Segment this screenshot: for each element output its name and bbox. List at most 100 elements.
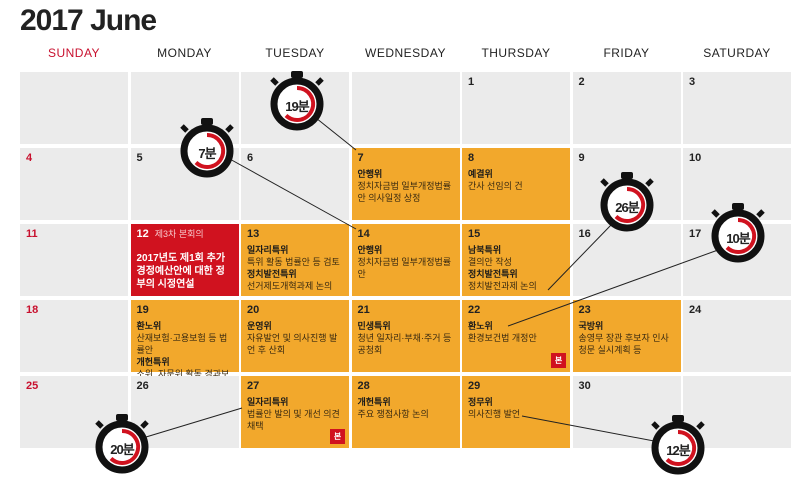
day-number: 19 — [136, 304, 149, 316]
committee-name: 국방위 — [578, 321, 604, 331]
day-number: 20 — [247, 304, 260, 316]
event-text: 환경보건법 개정안 — [468, 333, 537, 343]
timer-label: 12분 — [666, 443, 690, 458]
event-text: 청년 일자리·부채·주거 등 공청회 — [357, 333, 452, 355]
event-text: 결의안 작성 — [468, 257, 512, 267]
committee-name: 안행위 — [357, 245, 383, 255]
day-header-sunday: SUNDAY — [47, 46, 101, 60]
day-cell-11[interactable]: 11 — [20, 224, 128, 296]
event-text: 정치자금법 일부개정법률안 — [357, 257, 452, 279]
committee-name: 운영위 — [247, 321, 272, 331]
day-number: 6 — [247, 152, 254, 164]
day-cell-25[interactable]: 25 — [20, 376, 128, 448]
event-text: 간사 선임의 건 — [468, 181, 523, 191]
day-number: 12 — [136, 228, 149, 240]
day-number: 27 — [247, 380, 260, 392]
day-number: 22 — [468, 304, 481, 316]
event-text: 자유발언 및 의사진행 발언 후 산회 — [247, 333, 338, 355]
day-number: 30 — [578, 380, 591, 392]
day-number: 23 — [578, 304, 591, 316]
timer-label: 26분 — [615, 200, 639, 215]
event-text: 2017년도 제1회 추가경정예산안에 대한 정부의 시정연설 — [136, 253, 226, 290]
day-header-tuesday: TUESDAY — [265, 46, 325, 60]
timer-label: 19분 — [285, 99, 309, 114]
day-number: 9 — [578, 152, 585, 164]
plenary-badge: 본 — [551, 353, 566, 368]
day-cell-3[interactable]: 3 — [683, 72, 791, 144]
committee-name: 정치발전특위 — [468, 269, 518, 279]
day-cell-1[interactable]: 1 — [462, 72, 570, 144]
day-number: 13 — [247, 228, 260, 240]
committee-name: 환노위 — [136, 321, 162, 331]
timer-label: 20분 — [110, 442, 134, 457]
committee-name: 정무위 — [468, 397, 493, 407]
day-number: 3 — [689, 76, 696, 88]
event-text: 주요 쟁점사항 논의 — [357, 409, 429, 419]
day-number: 26 — [136, 380, 149, 392]
empty-cell — [683, 376, 791, 448]
day-header-friday: FRIDAY — [603, 46, 650, 60]
day-number: 25 — [26, 380, 39, 392]
day-number: 16 — [578, 228, 591, 240]
day-number: 2 — [578, 76, 585, 88]
plenary-badge: 본 — [330, 429, 345, 444]
empty-cell — [130, 72, 239, 144]
day-number: 29 — [468, 380, 481, 392]
day-cell-10[interactable]: 10 — [683, 148, 791, 220]
page-title: 2017 June — [20, 4, 157, 37]
committee-name: 일자리특위 — [247, 397, 289, 407]
committee-name: 환노위 — [468, 321, 493, 331]
day-header-thursday: THURSDAY — [481, 46, 551, 60]
day-number: 11 — [26, 228, 38, 240]
timer-label: 10분 — [726, 231, 750, 246]
day-header-monday: MONDAY — [157, 46, 212, 60]
committee-name: 개헌특위 — [357, 397, 391, 407]
day-number: 17 — [689, 228, 702, 240]
day-header-wednesday: WEDNESDAY — [365, 46, 446, 60]
day-number: 28 — [357, 380, 370, 392]
day-number: 18 — [26, 304, 39, 316]
event-text: 정치발전과제 논의 — [468, 281, 537, 291]
day-cell-26[interactable]: 26 — [130, 376, 239, 448]
day-number: 15 — [468, 228, 481, 240]
day-number: 8 — [468, 152, 475, 164]
day-number: 5 — [136, 152, 143, 164]
committee-name: 개헌특위 — [136, 357, 170, 367]
day-number: 4 — [26, 152, 33, 164]
day-cell-24[interactable]: 24 — [683, 300, 791, 372]
day-cell-18[interactable]: 18 — [20, 300, 128, 372]
event-text: 선거제도개혁과제 논의 — [247, 281, 333, 291]
committee-name: 일자리특위 — [247, 245, 289, 255]
day-number: 14 — [357, 228, 370, 240]
committee-name: 예결위 — [468, 169, 493, 179]
day-cell-6[interactable]: 6 — [241, 148, 349, 220]
timer-label: 7분 — [198, 146, 216, 161]
day-number: 1 — [468, 76, 475, 88]
day-cell-16[interactable]: 16 — [572, 224, 681, 296]
day-number: 10 — [689, 152, 702, 164]
day-cell-4[interactable]: 4 — [20, 148, 128, 220]
event-text: 송영무 장관 후보자 인사청문 실시계획 등 — [578, 333, 669, 355]
committee-name: 민생특위 — [357, 321, 391, 331]
committee-name: 남북특위 — [468, 245, 502, 255]
day-header-saturday: SATURDAY — [703, 46, 771, 60]
event-text: 정치자금법 일부개정법률안 의사일정 상정 — [357, 181, 452, 203]
committee-name: 안행위 — [357, 169, 383, 179]
event-text: 법률안 발의 및 개선 의견 채택 — [247, 409, 340, 431]
day-cell-30[interactable]: 30 — [572, 376, 681, 448]
day-cell-2[interactable]: 2 — [572, 72, 681, 144]
